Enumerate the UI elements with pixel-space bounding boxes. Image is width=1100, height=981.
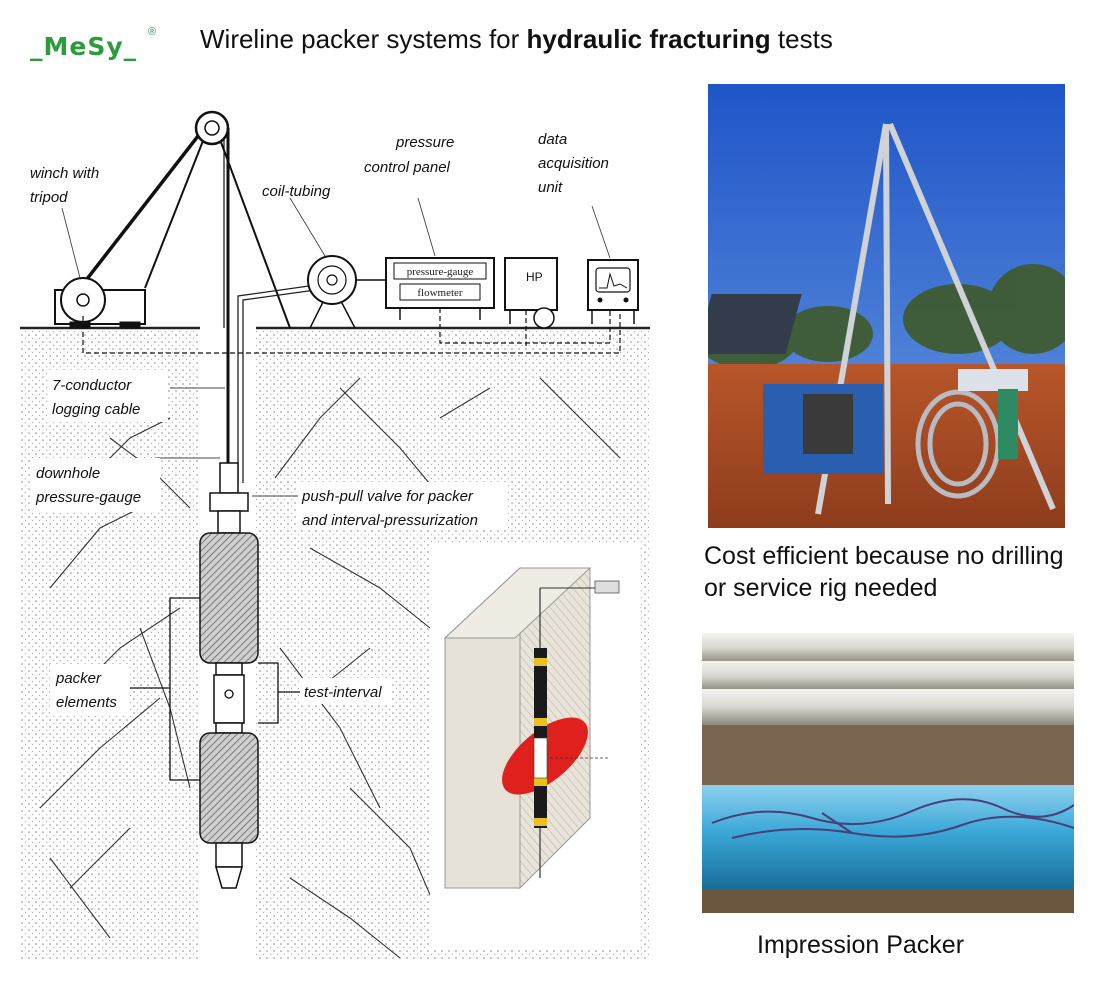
hp-unit [504, 257, 558, 329]
label-test-interval: test-interval [304, 684, 382, 701]
title-end: tests [770, 24, 833, 54]
label-coil-tubing: coil-tubing [262, 183, 331, 200]
caption-impression-packer: Impression Packer [757, 931, 965, 959]
pressure-control-panel [385, 257, 495, 320]
logo-registered-mark: ® [148, 26, 157, 38]
tool-nose [215, 866, 243, 889]
test-interval-sub [213, 674, 245, 724]
label-pcp-2: control panel [364, 159, 451, 176]
label-daq-1: data [538, 131, 567, 148]
caption-cost-efficient: Cost efficient because no drilling or se… [704, 540, 1100, 604]
flowmeter-box-label: flowmeter [417, 287, 463, 299]
title-plain: Wireline packer systems for [200, 24, 527, 54]
label-winch-2: tripod [30, 189, 68, 206]
pressure-gauge-box-label: pressure-gauge [407, 266, 474, 278]
fracture-inset [430, 544, 640, 950]
label-packer-1: packer [55, 670, 102, 687]
wireline-packer-diagram: pressure-gauge flowmeter HP [20, 88, 665, 968]
coil-tubing-line [237, 282, 331, 483]
downhole-packer-tool [199, 462, 259, 889]
label-winch-1: winch with [30, 165, 99, 182]
label-valve-1: push-pull valve for packer [301, 488, 474, 505]
title-bold: hydraulic fracturing [526, 24, 771, 54]
label-valve-2: and interval-pressurization [302, 512, 478, 529]
photo-impression-packer [702, 633, 1074, 913]
label-daq-3: unit [538, 179, 563, 196]
caption-cost-line-2: or service rig needed [704, 574, 938, 602]
lower-packer-element [199, 732, 259, 844]
coil-reel [307, 255, 357, 329]
tripod [78, 110, 291, 329]
hp-label: HP [526, 270, 543, 284]
logo-text: _MeSy_ [30, 32, 138, 61]
label-pcp-1: pressure [395, 134, 454, 151]
signal-lines [82, 308, 621, 354]
caption-cost-line-1: Cost efficient because no drilling [704, 542, 1064, 570]
label-packer-2: elements [56, 694, 117, 711]
downhole-pressure-gauge [219, 462, 239, 494]
upper-packer-element [199, 532, 259, 664]
push-pull-valve [209, 492, 249, 512]
label-dpg-2: pressure-gauge [35, 489, 141, 506]
label-cable-1: 7-conductor [52, 377, 132, 394]
photo-tripod-rig [708, 84, 1065, 528]
label-daq-2: acquisition [538, 155, 609, 172]
page-title: Wireline packer systems for hydraulic fr… [200, 24, 833, 55]
label-dpg-1: downhole [36, 465, 100, 482]
winch [54, 277, 146, 329]
label-cable-2: logging cable [52, 401, 140, 418]
data-acquisition-unit [587, 259, 639, 324]
